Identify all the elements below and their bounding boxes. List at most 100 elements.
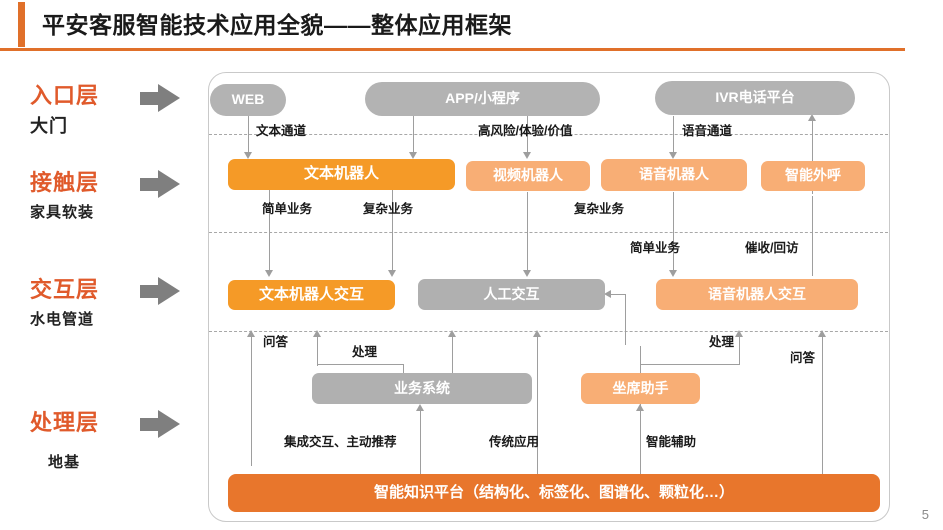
connector-voiceinteract-elbow-horizontal (610, 294, 626, 295)
connector-textbot-to-textinteract (269, 190, 270, 272)
layer-label-interaction: 交互层 水电管道 (30, 272, 190, 329)
node-ivr-platform-label: IVR电话平台 (715, 89, 795, 106)
layer-title-entry: 入口层 (30, 83, 100, 108)
connector-app-to-textbot (413, 116, 414, 154)
node-human-interaction[interactable]: 人工交互 (418, 279, 605, 310)
node-knowledge-platform[interactable]: 智能知识平台（结构化、标签化、图谱化、颗粒化…） (228, 474, 880, 512)
node-text-robot[interactable]: 文本机器人 (228, 159, 455, 190)
arrowhead-to-humaninteract-icon (604, 290, 611, 298)
connector-assistant-to-voiceinteract (739, 336, 740, 365)
node-business-system[interactable]: 业务系统 (312, 373, 532, 404)
node-text-robot-interaction[interactable]: 文本机器人交互 (228, 280, 395, 310)
slide-header: 平安客服智能技术应用全貌——整体应用框架 (0, 0, 943, 52)
node-business-system-label: 业务系统 (394, 379, 450, 396)
arrowhead-app-to-videobot-icon (523, 152, 531, 159)
node-voice-robot-interaction[interactable]: 语音机器人交互 (656, 279, 858, 310)
node-video-robot[interactable]: 视频机器人 (466, 161, 590, 191)
node-voice-robot[interactable]: 语音机器人 (601, 159, 747, 191)
arrowhead-knowledge-to-assistant-icon (636, 404, 644, 411)
connector-app-to-videobot (527, 116, 528, 154)
arrowhead-bizsys-to-humaninteract-icon (448, 330, 456, 337)
connector-knowledge-to-assistant (640, 410, 641, 474)
node-human-interaction-label: 人工交互 (483, 285, 540, 302)
connector-bizsys-to-textinteract-vertical (317, 336, 318, 366)
connector-knowledge-to-humaninteract (537, 336, 538, 474)
arrowhead-knowledge-to-voiceinteract-icon (818, 330, 826, 337)
edge-label-high-risk: 高风险/体验/价值 (478, 124, 573, 138)
arrowhead-knowledge-to-textinteract-icon (247, 330, 255, 337)
layer-arrow-processing-icon (140, 410, 180, 438)
connector-voiceinteract-elbow-vertical (625, 295, 626, 345)
title-underline (0, 48, 905, 51)
arrowhead-bizsys-to-textinteract-icon (313, 330, 321, 337)
node-ivr-platform[interactable]: IVR电话平台 (655, 81, 855, 115)
connector-assistant-elbow (640, 364, 740, 365)
layer-label-contact: 接触层 家具软装 (30, 165, 190, 222)
connector-textbot-to-humaninteract (392, 190, 393, 272)
arrowhead-textbot-to-humaninteract-icon (388, 270, 396, 277)
node-text-robot-interaction-label: 文本机器人交互 (258, 285, 364, 303)
arrowhead-voicebot-to-voiceinteract-icon (669, 270, 677, 277)
edge-label-intelligent-assist: 智能辅助 (646, 435, 697, 449)
edge-label-text-channel: 文本通道 (256, 124, 307, 138)
layer-divider-2 (209, 232, 888, 233)
arrowhead-knowledge-to-bizsys-icon (416, 404, 424, 411)
edge-label-complex-business-1: 复杂业务 (363, 202, 414, 216)
node-voice-robot-interaction-label: 语音机器人交互 (708, 285, 806, 302)
node-agent-assistant-label: 坐席助手 (612, 379, 669, 396)
arrowhead-ivr-to-voicebot-icon (669, 152, 677, 159)
edge-label-qa-left: 问答 (263, 335, 289, 349)
node-app-miniprogram[interactable]: APP/小程序 (365, 82, 600, 116)
node-intelligent-outbound-label: 智能外呼 (785, 167, 841, 184)
layer-sub-entry: 大门 (30, 116, 68, 136)
connector-knowledge-to-bizsys (420, 410, 421, 474)
connector-bizsys-to-humaninteract (452, 336, 453, 374)
layer-title-contact: 接触层 (30, 170, 100, 195)
layer-arrow-interaction-icon (140, 277, 180, 305)
layer-title-processing: 处理层 (30, 410, 100, 435)
edge-label-process-right: 处理 (709, 335, 735, 349)
connector-bizsys-elbow-left (317, 364, 404, 365)
node-video-robot-label: 视频机器人 (493, 167, 563, 184)
edge-label-voice-channel: 语音通道 (682, 124, 733, 138)
edge-label-collection-revisit: 催收/回访 (745, 241, 799, 255)
layer-label-processing: 处理层 地基 (30, 405, 190, 472)
layer-arrow-entry-icon (140, 84, 180, 112)
arrowhead-web-to-textbot-icon (244, 152, 252, 159)
edge-label-traditional: 传统应用 (489, 435, 540, 449)
layer-divider-3 (209, 331, 888, 332)
edge-label-simple-business-2: 简单业务 (630, 241, 681, 255)
layer-arrow-contact-icon (140, 170, 180, 198)
layer-title-interaction: 交互层 (30, 277, 100, 302)
edge-label-process-left: 处理 (352, 345, 378, 359)
edge-label-qa-right: 问答 (790, 351, 816, 365)
page-title: 平安客服智能技术应用全貌——整体应用框架 (42, 12, 512, 38)
node-knowledge-platform-label: 智能知识平台（结构化、标签化、图谱化、颗粒化…） (373, 483, 734, 501)
connector-knowledge-to-voiceinteract (822, 336, 823, 474)
node-text-robot-label: 文本机器人 (303, 165, 379, 183)
page-number: 5 (921, 507, 929, 522)
arrowhead-knowledge-to-humaninteract-icon (533, 330, 541, 337)
connector-voicebot-to-voiceinteract (673, 192, 674, 272)
node-agent-assistant[interactable]: 坐席助手 (581, 373, 700, 404)
node-web-label: WEB (231, 91, 265, 108)
layer-label-entry: 入口层 大门 (30, 78, 190, 138)
arrowhead-videobot-to-humaninteract-icon (523, 270, 531, 277)
node-intelligent-outbound[interactable]: 智能外呼 (761, 161, 865, 191)
connector-voiceinteract-to-outbound (812, 196, 813, 276)
title-accent-bar (18, 2, 25, 47)
edge-label-complex-business-2: 复杂业务 (574, 202, 625, 216)
connector-videobot-to-humaninteract (527, 192, 528, 272)
layer-sub-interaction: 水电管道 (30, 311, 95, 328)
node-app-miniprogram-label: APP/小程序 (445, 90, 520, 107)
layer-sub-contact: 家具软装 (30, 204, 95, 221)
diagram-frame (208, 72, 890, 522)
connector-web-to-textbot (248, 116, 249, 154)
layer-sub-processing: 地基 (48, 454, 81, 471)
arrowhead-outbound-to-ivr-icon (808, 114, 816, 121)
connector-outbound-to-ivr (812, 120, 813, 194)
node-web[interactable]: WEB (210, 84, 286, 116)
edge-label-simple-business-1: 简单业务 (262, 202, 313, 216)
connector-knowledge-to-textinteract (251, 336, 252, 466)
connector-bizsys-elbow-left-drop (403, 364, 404, 374)
